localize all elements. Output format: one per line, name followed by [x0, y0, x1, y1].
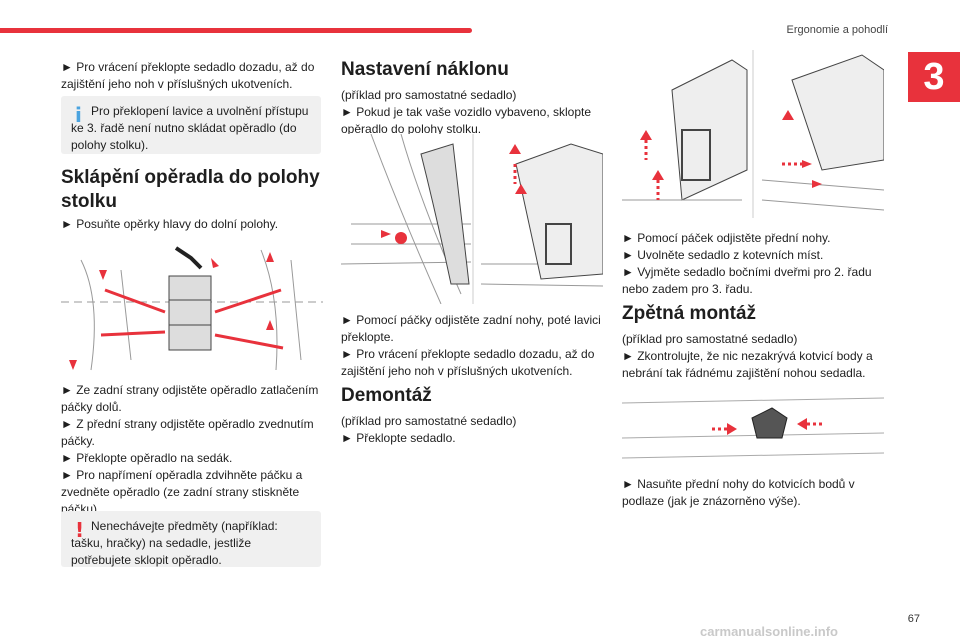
illustration-tilt: [341, 134, 603, 304]
info-note: i Pro překlopení lavice a uvolnění příst…: [61, 96, 321, 154]
col2-intro: (příklad pro samostatné sedadlo) ► Pokud…: [341, 87, 603, 138]
col1-paragraph-1: ► Pro vrácení překlopte sedadlo dozadu, …: [61, 60, 315, 91]
col1-steps: ► Ze zadní strany odjistěte opěradlo zat…: [61, 382, 323, 518]
warning-note-text: Nenechávejte předměty (například: tašku,…: [71, 519, 278, 567]
col2-paragraph-6: ► Překlopte sedadlo.: [341, 431, 456, 445]
col2-paragraph-2: ► Pokud je tak vaše vozidlo vybaveno, sk…: [341, 105, 592, 136]
warning-note: ! Nenechávejte předměty (například: tašk…: [61, 511, 321, 567]
heading-reinstall: Zpětná montáž: [622, 303, 757, 324]
col3-paragraph-4: (příklad pro samostatné sedadlo): [622, 332, 798, 346]
heading-backrest-table: Sklápění opěradla do polohy stolku: [61, 167, 320, 212]
illustration-backrest-fold: [61, 240, 323, 375]
heading-tilt: Nastavení náklonu: [341, 59, 509, 80]
col3-final: ► Nasuňte přední nohy do kotvicích bodů …: [622, 476, 884, 510]
col3-paragraph-6: ► Nasuňte přední nohy do kotvicích bodů …: [622, 477, 855, 508]
col1-step-4: ► Pro napřímení opěradla zdvihněte páčku…: [61, 468, 303, 516]
illustration-removal: [622, 50, 884, 218]
chapter-number-tab: 3: [908, 52, 960, 102]
col3-paragraph-5: ► Zkontrolujte, že nic nezakrývá kotvicí…: [622, 349, 873, 380]
col3-reinstall: (příklad pro samostatné sedadlo) ► Zkont…: [622, 331, 884, 382]
col2-steps: ► Pomocí páčky odjistěte zadní nohy, pot…: [341, 312, 603, 380]
col2-paragraph-1: (příklad pro samostatné sedadlo): [341, 88, 517, 102]
col1-step-1: ► Ze zadní strany odjistěte opěradlo zat…: [61, 383, 319, 414]
col2-paragraph-4: ► Pro vrácení překlopte sedadlo dozadu, …: [341, 347, 595, 378]
info-icon: i: [75, 103, 82, 127]
col3-paragraph-3: ► Vyjměte sedadlo bočními dveřmi pro 2. …: [622, 265, 872, 296]
col1-paragraph-2: ► Posuňte opěrky hlavy do dolní polohy.: [61, 217, 279, 231]
col1-step-2: ► Z přední strany odjistěte opěradlo zve…: [61, 417, 314, 448]
col2-removal: (příklad pro samostatné sedadlo) ► Překl…: [341, 413, 603, 447]
col1-intro: ► Pro vrácení překlopte sedadlo dozadu, …: [61, 59, 323, 93]
col2-paragraph-3: ► Pomocí páčky odjistěte zadní nohy, pot…: [341, 313, 601, 344]
col1-headrest-step: ► Posuňte opěrky hlavy do dolní polohy.: [61, 216, 323, 233]
info-note-text: Pro překlopení lavice a uvolnění přístup…: [71, 104, 309, 152]
page-number: 67: [907, 613, 920, 625]
section-title: Ergonomie a pohodlí: [786, 24, 888, 36]
col2-paragraph-5: (příklad pro samostatné sedadlo): [341, 414, 517, 428]
col3-steps: ► Pomocí páček odjistěte přední nohy. ► …: [622, 230, 884, 298]
col3-paragraph-2: ► Uvolněte sedadlo z kotevních míst.: [622, 248, 824, 262]
illustration-anchor: [622, 383, 884, 465]
col1-step-3: ► Překlopte opěradlo na sedák.: [61, 451, 233, 465]
col3-paragraph-1: ► Pomocí páček odjistěte přední nohy.: [622, 231, 831, 245]
heading-removal: Demontáž: [341, 385, 432, 406]
header-accent-bar: [0, 28, 472, 33]
warning-icon: !: [75, 518, 85, 542]
watermark: carmanualsonline.info: [700, 624, 838, 639]
